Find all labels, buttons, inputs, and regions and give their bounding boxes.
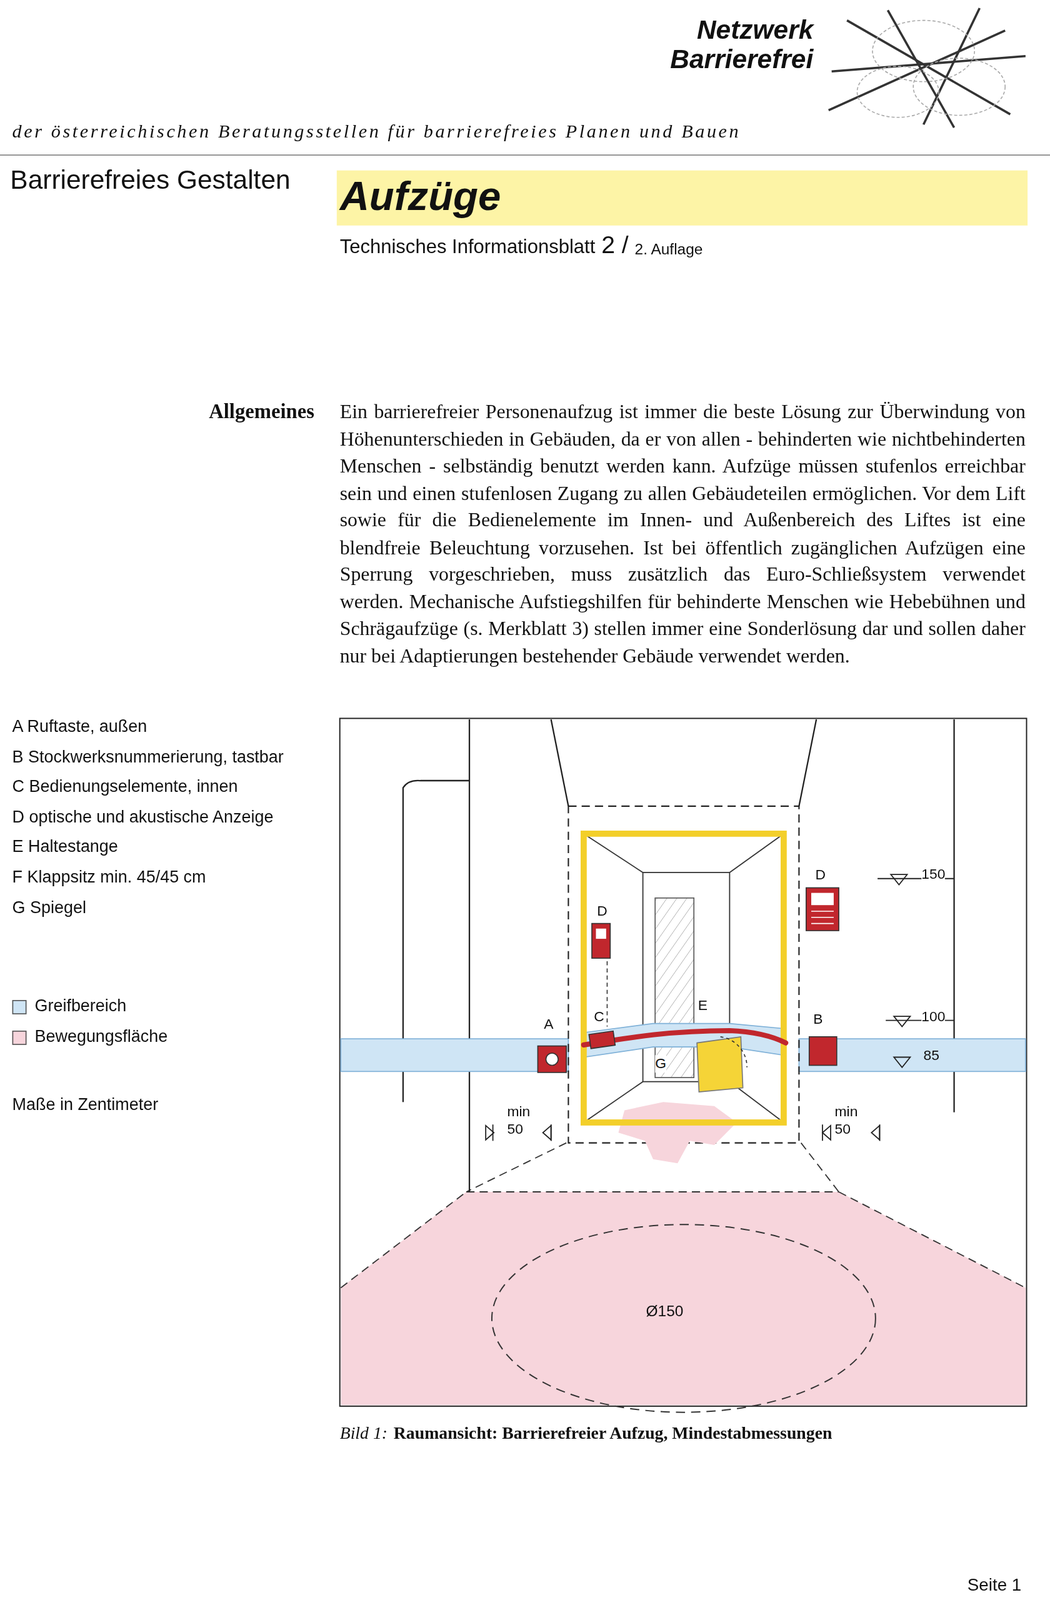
dimension: min 50: [835, 1103, 859, 1138]
floor-number-sign: [809, 1036, 837, 1066]
body-paragraph: Ein barrierefreier Personenaufzug ist im…: [340, 398, 1026, 670]
folding-seat: [696, 1036, 743, 1092]
tagline: der österreichischen Beratungsstellen fü…: [12, 120, 742, 144]
dimension-marks: [485, 874, 954, 1141]
section-name: Barrierefreies Gestalten: [10, 164, 290, 197]
callout-letter: G: [655, 1055, 667, 1072]
callout-letter: D: [596, 901, 608, 919]
inner-control-panel: [588, 1031, 615, 1049]
car-interior: [583, 833, 784, 1123]
callout-letter: D: [815, 866, 827, 884]
dimension: 150: [921, 865, 945, 883]
outer-display-screen: [811, 893, 834, 906]
dimension: Ø150: [645, 1301, 684, 1320]
side-heading: Allgemeines: [112, 398, 315, 424]
dimension: 85: [923, 1046, 940, 1064]
seat-swing: [720, 1036, 747, 1068]
car-floor-area: [618, 1101, 737, 1164]
floor-edges: [340, 1143, 1026, 1289]
turning-circle: [491, 1224, 876, 1412]
legend-item: A Ruftaste, außen: [12, 716, 148, 737]
units-note: Maße in Zentimeter: [12, 1095, 159, 1115]
org-name: Barrierefrei: [609, 43, 814, 76]
legend-swatch: [12, 1000, 27, 1015]
legend-label: Bewegungsfläche: [35, 1026, 169, 1047]
callout-letter: E: [698, 996, 708, 1014]
figure-number: Bild 1:: [340, 1423, 388, 1445]
outer-display: [806, 887, 839, 931]
header-rule: [0, 154, 1050, 156]
reach-band: [340, 1038, 569, 1072]
figure-caption: Raumansicht: Barrierefreier Aufzug, Mind…: [393, 1423, 833, 1445]
door-opening: [568, 806, 799, 1144]
page-number: Seite 1: [967, 1575, 1022, 1597]
legend-item: G Spiegel: [12, 898, 87, 919]
org-name: Netzwerk: [609, 14, 814, 47]
callout-letter: B: [813, 1010, 823, 1027]
call-button: [545, 1053, 559, 1066]
display-leader: [606, 961, 609, 1027]
dimension: 100: [921, 1008, 945, 1025]
legend-item: E Haltestange: [12, 836, 119, 857]
sheet-type: Technisches Informationsblatt: [340, 235, 596, 259]
movement-area: [340, 1191, 1026, 1405]
callout-letter: C: [593, 1008, 605, 1025]
figure-frame: [340, 718, 1027, 1406]
outer-display-lines: [811, 911, 834, 924]
walls: [403, 719, 955, 1192]
inner-display-screen: [595, 928, 606, 939]
legend-label: Greifbereich: [35, 996, 127, 1017]
legend-item: F Klappsitz min. 45/45 cm: [12, 867, 207, 888]
call-button-panel: [537, 1046, 567, 1073]
reach-band-inside: [583, 1023, 784, 1058]
page-title: Aufzüge: [340, 171, 502, 220]
legend-item: D optische und akustische Anzeige: [12, 806, 274, 827]
logo-lines: [828, 8, 1026, 128]
callout-letter: A: [543, 1015, 554, 1033]
door-frame: [583, 833, 784, 1123]
title-band: [336, 170, 1028, 226]
legend-item: B Stockwerksnummerierung, tastbar: [12, 746, 284, 767]
legend-item: C Bedienungselemente, innen: [12, 776, 239, 797]
mirror: [655, 898, 694, 1078]
inner-display: [591, 923, 610, 959]
logo-circles: [856, 20, 1005, 118]
legend-swatch: [12, 1030, 27, 1045]
dimension: min 50: [506, 1103, 530, 1138]
sheet-number: 2 /: [601, 230, 629, 260]
edition: 2. Auflage: [635, 240, 704, 259]
